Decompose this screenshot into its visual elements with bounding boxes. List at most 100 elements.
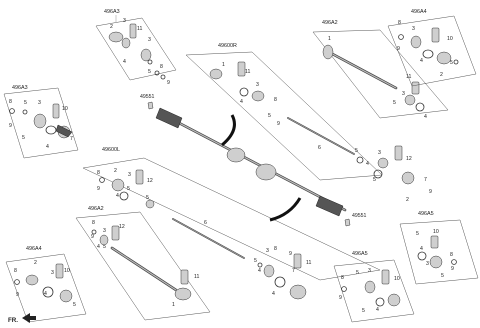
- part-number: 7: [424, 177, 427, 183]
- part-number: 11: [137, 26, 142, 32]
- part-number: 3: [378, 150, 381, 156]
- part-number: 11: [194, 274, 199, 280]
- part-number: 4: [97, 244, 100, 250]
- part-number: 3: [266, 248, 269, 254]
- part-number: 2: [110, 24, 113, 30]
- part-number: 4: [258, 268, 261, 274]
- group-496A4-bottom-left: 496A4 2 3 10 8 9 4 5: [5, 246, 87, 323]
- part-number: 3: [426, 261, 429, 267]
- part-number: 4: [116, 193, 119, 199]
- front-arrow-icon: [22, 313, 36, 323]
- part-number: 10: [394, 276, 400, 282]
- part-number: 3: [103, 228, 106, 234]
- part-number: 3: [368, 268, 371, 274]
- part-number: 7: [70, 136, 73, 142]
- part-number-49551-lower: 49551: [352, 213, 367, 219]
- part-number: 8: [9, 99, 12, 105]
- part-number: 9: [397, 46, 400, 52]
- part-number: 5: [355, 148, 358, 154]
- part-number: 12: [406, 156, 412, 162]
- part-number: 4: [123, 59, 126, 65]
- group-496A2-top-right: 496A2 1 11 3 5 4: [312, 20, 449, 120]
- part-number: 3: [256, 82, 259, 88]
- part-number: 2: [114, 168, 117, 174]
- group-496A5-right: 496A5 5 10 4 3 8 9 5: [399, 211, 479, 285]
- part-number: 5: [22, 135, 25, 141]
- part-number: 3: [38, 100, 41, 106]
- intermediate-shaft-6: 6: [172, 218, 245, 259]
- part-number: 9: [277, 121, 280, 127]
- part-number: 8: [341, 275, 344, 281]
- part-number: 11: [306, 260, 311, 266]
- part-number: 9: [91, 234, 94, 240]
- part-number: 3: [412, 26, 415, 32]
- part-number: 6: [318, 145, 321, 151]
- part-number: 9: [451, 266, 454, 272]
- part-number: 5: [356, 270, 359, 276]
- group-49600L-outboard: 3 5 8 11 9 7 4 4: [254, 246, 311, 300]
- group-496A2-bottom: 496A2 8 3 12 9 4 5 11 1: [75, 206, 211, 321]
- part-number: 3: [51, 270, 54, 276]
- part-number: 4: [420, 58, 423, 64]
- part-number: 3: [123, 18, 126, 24]
- part-number: 11: [406, 74, 411, 80]
- part-number: 8: [274, 246, 277, 252]
- part-number: 10: [64, 268, 70, 274]
- part-number: 9: [339, 295, 342, 301]
- part-number: 5: [441, 273, 444, 279]
- part-number: 9: [289, 251, 292, 257]
- group-496A3-top: 496A3 2 3 11 3 4 5 8 9: [95, 9, 177, 86]
- group-title: 496A2: [322, 20, 338, 26]
- part-number: 5: [73, 302, 76, 308]
- group-title: 496A2: [88, 206, 104, 212]
- group-496A5-bottom: 496A5 8 5 3 10 9 4 5: [333, 251, 415, 323]
- part-number: 2: [34, 260, 37, 266]
- part-number: 9: [429, 189, 432, 195]
- part-number: 3: [128, 172, 131, 178]
- part-number: 5: [362, 308, 365, 314]
- main-driveshaft-assembly: [155, 107, 347, 222]
- part-number: 12: [147, 178, 153, 184]
- part-number: 1: [328, 36, 331, 42]
- part-number: 12: [119, 224, 125, 230]
- front-label: FR.: [8, 317, 18, 324]
- part-number: 5: [148, 69, 151, 75]
- part-number: 8: [274, 97, 277, 103]
- part-number: 5: [393, 100, 396, 106]
- part-number: 8: [398, 20, 401, 26]
- part-number: 4: [366, 161, 369, 167]
- part-number: 8: [14, 268, 17, 274]
- front-direction-indicator: FR.: [8, 313, 36, 324]
- part-number: 4: [424, 114, 427, 120]
- part-number: 1: [172, 302, 175, 308]
- part-number: 4: [44, 291, 47, 297]
- part-number: 8: [450, 252, 453, 258]
- part-number: 9: [97, 186, 100, 192]
- group-49600L: 49600L 8 2 3 12 9 4 5 5: [82, 147, 381, 281]
- part-number: 9: [9, 123, 12, 129]
- part-number: 9: [16, 292, 19, 298]
- group-title: 49600R: [218, 43, 237, 49]
- part-number: 4: [420, 246, 423, 252]
- part-number: 5: [450, 60, 453, 66]
- part-number: 10: [433, 229, 439, 235]
- part-number: 5: [146, 195, 149, 201]
- part-number: 1: [222, 62, 225, 68]
- part-number: 5: [416, 231, 419, 237]
- part-number: 2: [406, 197, 409, 203]
- group-49600R-outboard: 5 3 12 4 5 7 9 2: [355, 145, 432, 203]
- part-number: 5: [103, 244, 106, 250]
- part-number: 8: [160, 64, 163, 70]
- part-number: 4: [376, 307, 379, 313]
- part-number: 6: [204, 220, 207, 226]
- part-number: 4: [272, 291, 275, 297]
- part-number: 3: [402, 91, 405, 97]
- group-496A3-left: 496A3 8 5 3 10 9 4 5 7: [3, 85, 79, 159]
- part-number: 8: [97, 170, 100, 176]
- group-49600R: 49600R 1 11 3 8 4 5 9 6: [185, 43, 383, 181]
- part-number: 4: [46, 144, 49, 150]
- group-title: 496A3: [104, 9, 120, 15]
- group-title: 496A3: [12, 85, 28, 91]
- part-number: 5: [127, 186, 130, 192]
